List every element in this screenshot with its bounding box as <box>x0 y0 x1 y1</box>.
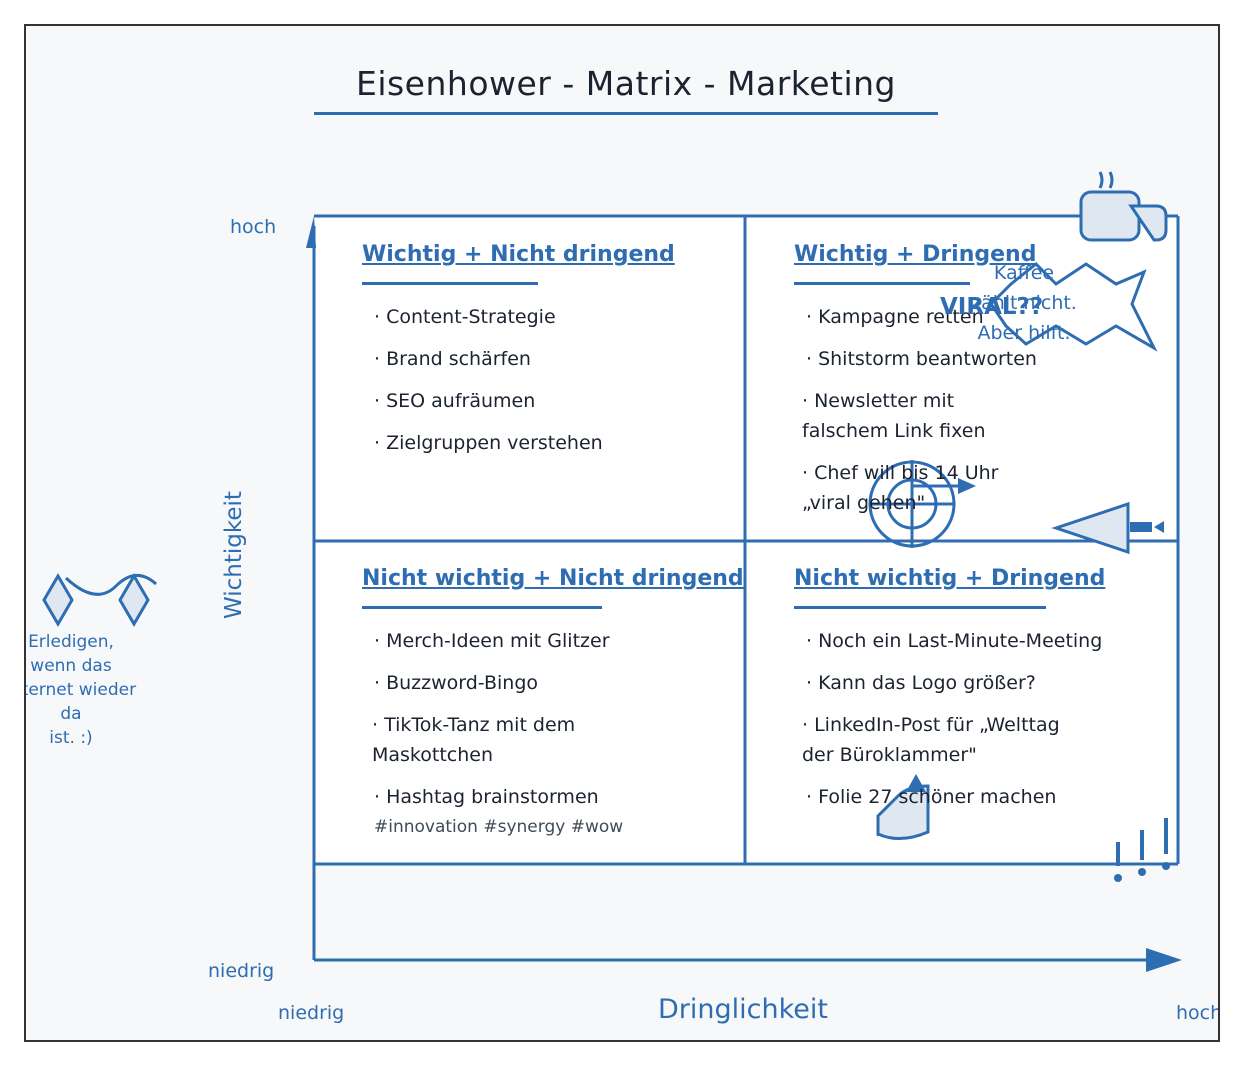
megaphone-icon <box>1051 501 1164 555</box>
list-item: · Merch-Ideen mit Glitzer <box>374 630 610 652</box>
y-axis-title: Wichtigkeit <box>221 491 247 619</box>
list-item: · Kampagne retten <box>806 306 984 328</box>
quadrant-important-not-urgent <box>314 216 744 540</box>
list-item: · Hashtag brainstormen #innovation #syne… <box>374 782 624 842</box>
y-axis-arrowhead <box>306 216 316 248</box>
page-title: Eisenhower - Matrix - Marketing <box>355 64 897 103</box>
left-note-line: Erledigen, <box>28 632 114 652</box>
target-crosshair-icon <box>868 460 966 548</box>
quadrant-not-important-urgent <box>746 542 1178 864</box>
coffee-note: Kaffee zählt nicht. Aber hilft. <box>964 258 1084 348</box>
list-item-text: · Hashtag brainstormen <box>374 786 599 808</box>
quadrant-title: Nicht wichtig + Nicht dringend <box>362 566 744 591</box>
quadrant-title-rule <box>362 282 538 285</box>
list-item: · Noch ein Last-Minute-Meeting <box>806 630 1103 652</box>
y-axis-high-label: hoch <box>230 216 277 238</box>
list-item: · Zielgruppen verstehen <box>374 432 603 454</box>
left-note: Erledigen, wenn das Internet wieder da i… <box>26 630 146 750</box>
list-item: · Chef will bis 14 Uhr „viral gehen" <box>802 462 999 514</box>
target-arrowhead <box>958 478 976 494</box>
quadrant-items: · Merch-Ideen mit Glitzer · Buzzword-Bin… <box>372 626 624 854</box>
list-item: · LinkedIn-Post für „Welttag der Bürokla… <box>802 714 1060 766</box>
quadrant-title: Wichtig + Dringend <box>794 242 1037 267</box>
quadrant-title-rule <box>794 282 970 285</box>
coffee-note-line: Kaffee <box>993 262 1055 284</box>
left-note-line: ist. :) <box>49 728 93 748</box>
x-axis-low-label: niedrig <box>278 1002 345 1024</box>
left-note-line: wenn das <box>30 656 112 676</box>
paper-rocket-icon <box>876 774 930 840</box>
coffee-note-line: zählt nicht. <box>971 292 1077 314</box>
list-item: · Content-Strategie <box>374 306 556 328</box>
list-item: · TikTok-Tanz mit dem Maskottchen <box>372 714 576 766</box>
quadrant-title: Nicht wichtig + Dringend <box>794 566 1106 591</box>
hashtag-line: #innovation #synergy #wow <box>374 817 624 837</box>
quadrant-items: · Noch ein Last-Minute-Meeting · Kann da… <box>802 626 1106 824</box>
list-item: · SEO aufräumen <box>374 390 536 412</box>
quadrant-not-important-not-urgent <box>314 542 744 864</box>
list-item: · Folie 27 schöner machen <box>806 786 1057 808</box>
list-item: · Shitstorm beantworten <box>806 348 1037 370</box>
quadrant-title: Wichtig + Nicht dringend <box>362 242 675 267</box>
coffee-note-line: Aber hilft. <box>977 322 1071 344</box>
quadrant-title-rule <box>362 606 602 609</box>
list-item: · Newsletter mit falschem Link fixen <box>802 390 986 442</box>
list-item: · Brand schärfen <box>374 348 531 370</box>
quadrant-items: · Kampagne retten · Shitstorm beantworte… <box>802 302 1037 530</box>
coffee-cup-icon <box>1079 171 1168 242</box>
x-axis-title: Dringlichkeit <box>658 994 828 1025</box>
matrix-grid <box>42 171 1182 972</box>
viral-badge: VIRAL?? <box>940 294 1044 320</box>
exclamation-marks-icon <box>1114 818 1170 882</box>
list-item: · Kann das Logo größer? <box>806 672 1036 694</box>
y-axis-low-label: niedrig <box>208 960 275 982</box>
quadrant-title-rule <box>794 606 1046 609</box>
left-note-line: Internet wieder da <box>26 680 137 724</box>
list-item: · Buzzword-Bingo <box>374 672 539 694</box>
speech-burst-icon <box>989 261 1158 352</box>
wifi-disconnected-icon <box>42 573 158 627</box>
x-axis-high-label: hoch <box>1176 1002 1220 1024</box>
diagram-canvas: Eisenhower - Matrix - Marketing <box>24 24 1220 1042</box>
title-underline <box>314 112 938 115</box>
x-axis-arrowhead <box>1146 948 1182 972</box>
quadrant-items: · Content-Strategie · Brand schärfen · S… <box>374 302 714 470</box>
